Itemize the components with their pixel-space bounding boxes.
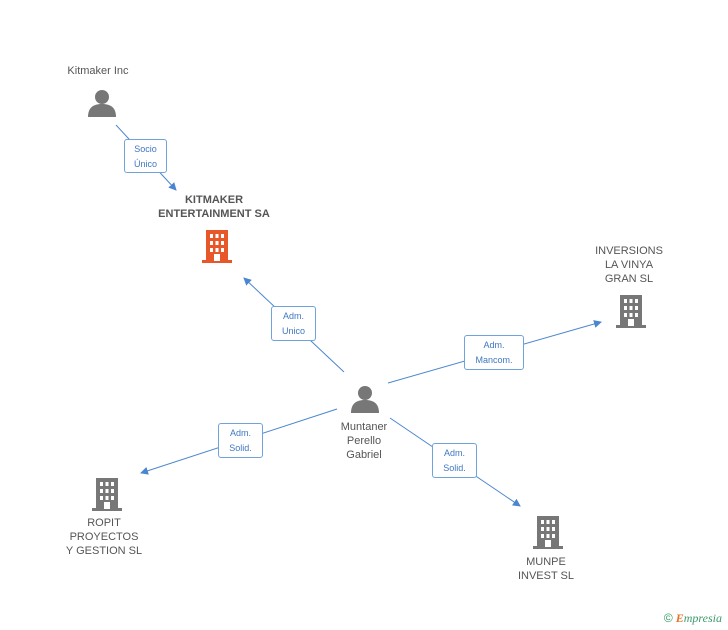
munpe-line2: INVEST SL xyxy=(517,570,575,582)
muntaner-line2: Perello xyxy=(346,435,382,447)
edge-label-text: Solid. xyxy=(229,443,252,453)
brand-name: mpresia xyxy=(683,611,722,625)
inversions-line1: INVERSIONS xyxy=(595,245,663,257)
person-icon[interactable] xyxy=(87,88,117,118)
ropit-line2: PROYECTOS xyxy=(69,531,139,543)
empresia-logo[interactable]: ©Empresia xyxy=(664,611,722,626)
edge-label-text: Único xyxy=(133,159,157,169)
kitmaker-ent-line1: KITMAKER xyxy=(184,194,244,206)
person-icon[interactable] xyxy=(350,384,380,414)
node-label-munpe[interactable]: MUNPE INVEST SL xyxy=(500,555,592,583)
muntaner-line3: Gabriel xyxy=(346,449,382,461)
building-icon[interactable] xyxy=(532,515,564,549)
muntaner-line1: Muntaner xyxy=(340,421,388,433)
ropit-line1: ROPIT xyxy=(87,517,121,529)
edge-label-text: Adm. xyxy=(443,448,465,458)
edge-label-text: Socio xyxy=(134,144,157,154)
copyright-icon: © xyxy=(663,611,673,625)
kitmaker-ent-line2: ENTERTAINMENT SA xyxy=(158,208,270,220)
munpe-line1: MUNPE xyxy=(526,556,566,568)
edge-label-socio-unico[interactable]: Socio Único xyxy=(124,139,167,173)
node-label-muntaner[interactable]: Muntaner Perello Gabriel xyxy=(318,420,410,462)
edge-label-adm-solid-right[interactable]: Adm. Solid. xyxy=(432,443,477,478)
inversions-line2: LA VINYA xyxy=(604,259,654,271)
ropit-line3: Y GESTION SL xyxy=(65,545,143,557)
node-label-kitmaker-entertainment[interactable]: KITMAKER ENTERTAINMENT SA xyxy=(134,193,294,221)
building-icon[interactable] xyxy=(91,477,123,511)
node-label-inversions[interactable]: INVERSIONS LA VINYA GRAN SL xyxy=(579,244,679,286)
edge-label-text: Solid. xyxy=(443,463,466,473)
edge-label-adm-unico[interactable]: Adm. Unico xyxy=(271,306,316,341)
edge-label-adm-mancom[interactable]: Adm. Mancom. xyxy=(464,335,524,370)
edge-label-text: Adm. xyxy=(229,428,251,438)
edge-label-text: Adm. xyxy=(282,311,304,321)
building-icon[interactable] xyxy=(201,229,233,263)
edge-label-text: Adm. xyxy=(483,340,505,350)
edge-label-text: Mancom. xyxy=(475,355,513,365)
node-label-ropit[interactable]: ROPIT PROYECTOS Y GESTION SL xyxy=(54,516,154,558)
edge-label-text: Unico xyxy=(281,326,305,336)
brand-initial: E xyxy=(675,611,684,625)
inversions-line3: GRAN SL xyxy=(604,273,654,285)
kitmaker-inc-name: Kitmaker Inc xyxy=(67,65,129,77)
edge-label-adm-solid-left[interactable]: Adm. Solid. xyxy=(218,423,263,458)
node-label-kitmaker-inc[interactable]: Kitmaker Inc xyxy=(50,64,146,78)
building-icon[interactable] xyxy=(615,294,647,328)
